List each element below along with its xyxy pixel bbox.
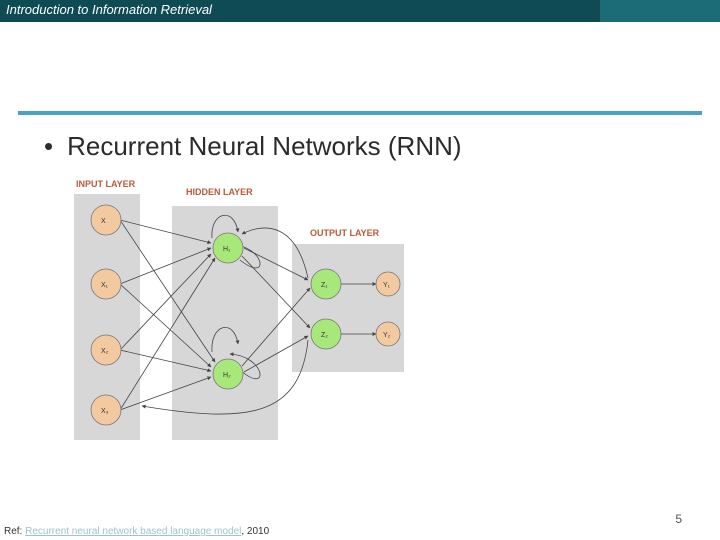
output-final-connections (340, 282, 377, 336)
hidden-node-label: H₂ (223, 372, 231, 379)
input-node-label: X₁ (101, 282, 109, 289)
input-node: X₂ (90, 334, 122, 366)
input-node-label: X₂ (101, 348, 109, 355)
bullet-point: • Recurrent Neural Networks (RNN) (44, 131, 462, 162)
reference-suffix: , 2010 (241, 526, 270, 537)
output-node: Z₁ (310, 268, 342, 300)
output-node-label: Z₁ (321, 282, 328, 289)
input-node: X₁ (90, 268, 122, 300)
header-accent-block (600, 0, 720, 22)
page-number: 5 (675, 512, 682, 526)
input-node: X₃ (90, 394, 122, 426)
input-node-label: X (101, 218, 106, 225)
title-divider (18, 111, 702, 115)
reference-prefix: Ref: (4, 526, 26, 537)
input-hidden-connections (119, 219, 216, 411)
reference-link[interactable]: Recurrent neural network based language … (25, 526, 242, 537)
final-output-node: Y₁ (375, 271, 401, 297)
hidden-layer-label: HIDDEN LAYER (186, 187, 253, 197)
output-layer-label: OUTPUT LAYER (310, 228, 380, 238)
output-node: Z₂ (310, 318, 342, 350)
input-node-label: X₃ (101, 408, 109, 415)
rnn-diagram: INPUT LAYER HIDDEN LAYER OUTPUT LAYER X (74, 179, 404, 440)
slide-header: Introduction to Information Retrieval (0, 0, 720, 22)
reference-citation: Ref: Recurrent neural network based lang… (4, 526, 269, 537)
final-output-node: Y₂ (375, 321, 401, 347)
bullet-text: Recurrent Neural Networks (RNN) (67, 131, 462, 161)
bullet-icon: • (44, 131, 54, 161)
final-output-label: Y₁ (383, 282, 391, 289)
course-title: Introduction to Information Retrieval (6, 2, 212, 17)
recurrent-loops (141, 214, 309, 415)
output-node-label: Z₂ (321, 332, 328, 339)
input-node: X (90, 204, 122, 236)
header-bar: Introduction to Information Retrieval (0, 0, 600, 22)
hidden-node: H₁ (212, 232, 244, 264)
final-output-label: Y₂ (383, 332, 391, 339)
input-layer-label: INPUT LAYER (76, 179, 136, 189)
hidden-node-label: H₁ (223, 246, 231, 253)
hidden-node: H₂ (212, 358, 244, 390)
output-layer-panel (292, 244, 404, 372)
